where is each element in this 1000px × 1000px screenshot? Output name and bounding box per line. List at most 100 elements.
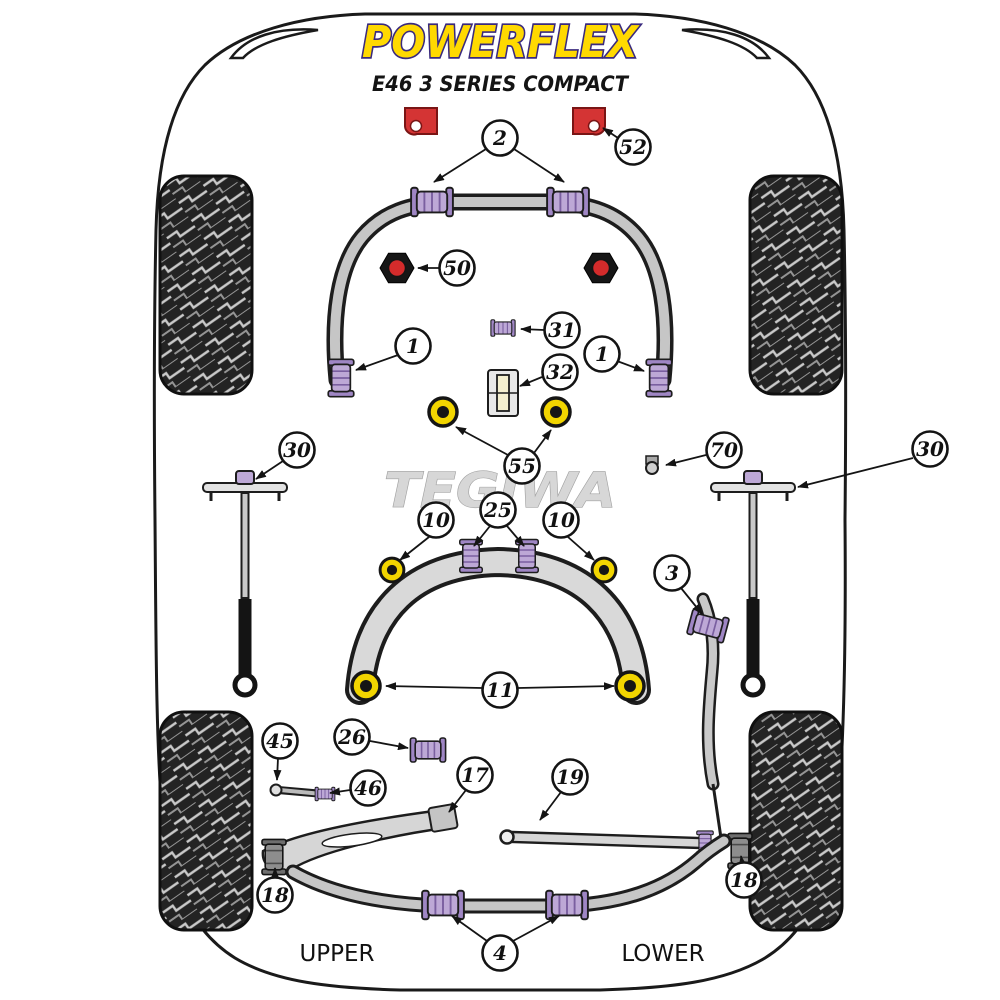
arb-end-bush-right <box>645 358 673 398</box>
clip-left <box>403 107 438 136</box>
callout-2: 2 <box>433 119 565 183</box>
callout-number: 4 <box>493 941 507 965</box>
rear-arb-bush-left <box>421 889 465 921</box>
arb-bush-right <box>546 186 590 218</box>
callout-number: 55 <box>508 454 536 478</box>
subframe-bush-11-right <box>614 670 646 702</box>
callout-arrow <box>355 354 399 371</box>
fender-crease-left <box>228 28 319 60</box>
callout-arrow <box>273 757 282 781</box>
callout-26: 26 <box>333 718 409 756</box>
callout-number: 11 <box>486 678 514 702</box>
callout-circle <box>481 934 519 972</box>
callout-number: 10 <box>422 508 450 532</box>
callout-arrow <box>602 127 619 139</box>
callout-arrow <box>433 148 487 183</box>
callout-circle <box>349 769 387 807</box>
tire-rear-left <box>158 710 254 932</box>
callout-circle <box>705 431 743 469</box>
callout-10: 10 <box>542 501 595 561</box>
callout-circle <box>653 554 691 592</box>
callout-3: 3 <box>653 554 703 615</box>
link-45-46 <box>269 783 336 802</box>
rear-arb-bush-right <box>545 889 589 921</box>
subframe-bush-10-right <box>590 556 618 584</box>
callout-number: 19 <box>556 765 584 789</box>
callout-arrow <box>255 460 284 480</box>
mount-bush-left <box>427 396 459 428</box>
callout-arrow <box>797 457 914 489</box>
callout-number: 2 <box>492 126 507 150</box>
callout-circle <box>481 671 519 709</box>
brand-logo: POWERFLEX <box>362 17 640 68</box>
callout-circle <box>417 501 455 539</box>
callout-1: 1 <box>583 335 645 373</box>
callout-circle <box>551 758 589 796</box>
callout-number: 30 <box>916 437 944 461</box>
callout-arrow <box>506 525 525 547</box>
callout-arrow <box>616 360 645 372</box>
steering-sleeve-32 <box>487 369 519 417</box>
callout-arrow <box>455 426 509 456</box>
callout-arrow <box>385 682 483 691</box>
callout-circle <box>256 876 294 914</box>
callout-number: 18 <box>261 883 289 907</box>
bush-26 <box>409 737 447 763</box>
callout-arrow <box>738 855 747 867</box>
fender-crease-right <box>681 28 772 60</box>
callout-number: 30 <box>283 438 311 462</box>
callout-circle <box>261 722 299 760</box>
callout-number: 3 <box>665 561 679 585</box>
callout-arrow <box>451 915 488 942</box>
callout-number: 31 <box>548 318 576 342</box>
callout-circle <box>542 501 580 539</box>
bush-18-left <box>261 838 287 876</box>
tie-rod-19 <box>499 829 714 856</box>
callout-55: 55 <box>455 426 552 485</box>
callout-number: 10 <box>547 508 575 532</box>
mount-bush-right <box>540 396 572 428</box>
callout-arrow <box>539 791 562 821</box>
callout-arrow <box>369 740 409 751</box>
rear-anti-roll-bar <box>285 833 732 921</box>
callout-1: 1 <box>355 327 432 371</box>
callout-18: 18 <box>256 867 294 914</box>
tire-front-right <box>748 174 844 396</box>
callout-circle <box>541 353 579 391</box>
callout-17: 17 <box>448 756 494 813</box>
callout-circle <box>503 447 541 485</box>
arb-bush-left <box>410 186 454 218</box>
callout-arrow <box>448 789 467 813</box>
callout-circle <box>614 128 652 166</box>
callout-number: 1 <box>595 342 609 366</box>
callout-46: 46 <box>329 769 387 807</box>
callout-4: 4 <box>451 915 560 972</box>
callout-arrow <box>399 536 430 561</box>
callout-11: 11 <box>385 671 615 709</box>
callout-25: 25 <box>473 491 525 547</box>
callout-18: 18 <box>725 855 763 899</box>
callout-circle <box>481 119 519 157</box>
callout-52: 52 <box>602 127 652 166</box>
model-subtitle: E46 3 SERIES COMPACT <box>372 72 630 96</box>
callout-30: 30 <box>255 431 316 480</box>
callout-number: 32 <box>546 360 574 384</box>
steering-bush-31 <box>490 319 516 337</box>
callout-circle <box>911 430 949 468</box>
callout-number: 18 <box>730 868 758 892</box>
callout-circle <box>725 861 763 899</box>
lower-label: LOWER <box>621 941 704 967</box>
callout-circle <box>456 756 494 794</box>
callout-50: 50 <box>417 249 476 287</box>
callout-arrow <box>517 682 615 691</box>
callout-arrow <box>665 454 707 467</box>
callout-arrow <box>680 587 703 615</box>
subframe-bush-10-left <box>378 556 406 584</box>
callout-32: 32 <box>519 353 579 391</box>
small-bolt-70 <box>645 455 659 475</box>
callout-number: 17 <box>461 763 489 787</box>
callout-19: 19 <box>539 758 589 821</box>
